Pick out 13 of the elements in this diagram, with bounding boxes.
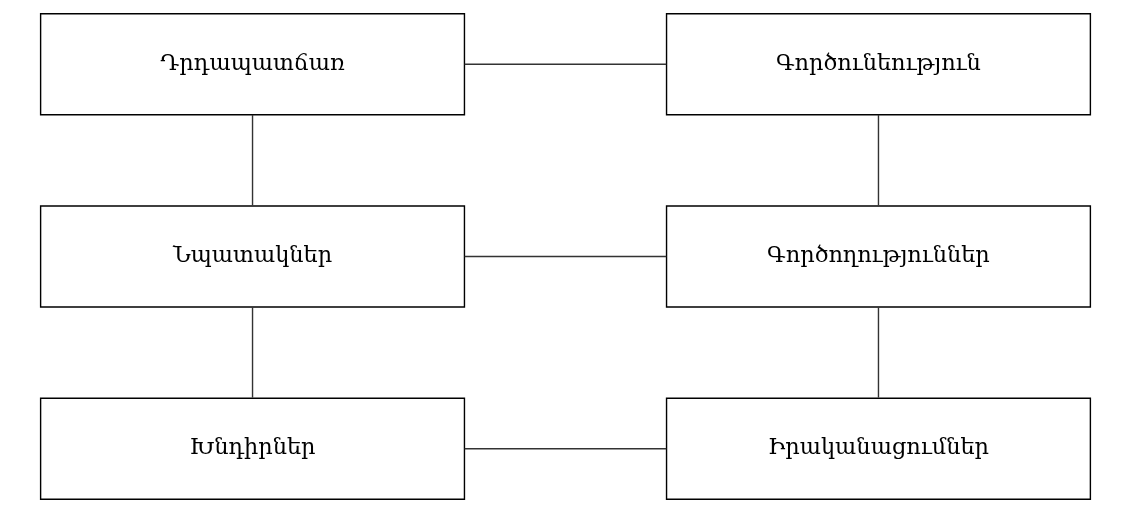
connector: [463, 63, 667, 65]
node-box: Խնդիրներ: [39, 397, 465, 500]
node-box: Նպատակներ: [39, 205, 465, 308]
node-box: Իրականացումներ: [665, 397, 1091, 500]
connector: [877, 306, 879, 399]
connector: [877, 114, 879, 207]
node-box: Գործունեություն: [665, 13, 1091, 116]
connector: [251, 114, 253, 207]
node-box: Գործողություններ: [665, 205, 1091, 308]
connector: [251, 306, 253, 399]
connector: [463, 448, 667, 450]
connector: [463, 255, 667, 258]
node-box: Դրդապատճառ: [39, 13, 465, 116]
